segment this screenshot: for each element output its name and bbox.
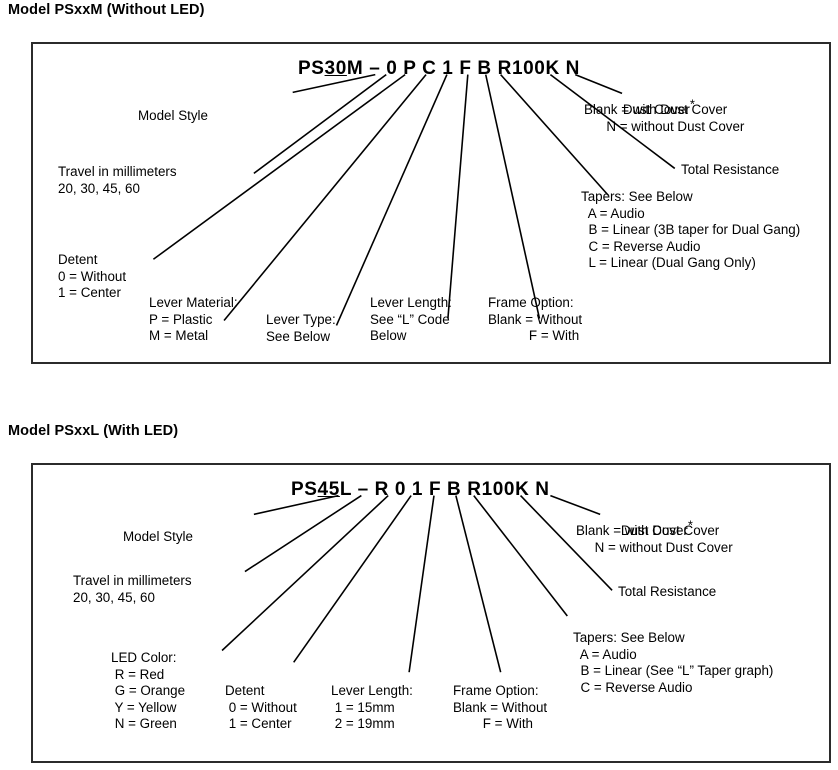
- section-title-psxxl: Model PSxxL (With LED): [8, 423, 179, 439]
- label-dust-cover-options-psxxl: Blank = with Dust Cover N = without Dust…: [576, 523, 733, 555]
- label-dust-cover-options-psxxm: Blank = with Dust Cover N = without Dust…: [584, 102, 745, 134]
- label-lever-length-psxxm: Lever Length: See “L” Code Below: [370, 295, 452, 343]
- label-detent-psxxl: Detent 0 = Without 1 = Center: [225, 683, 297, 731]
- label-dust-cover-title-psxxm: Dust Cover: [622, 101, 690, 117]
- part-number-travel-digits: 45: [317, 479, 340, 500]
- part-number-travel-digits: 30: [324, 58, 347, 79]
- label-dust-cover-title-psxxl: Dust Cover: [620, 522, 688, 538]
- label-frame-option-psxxl: Frame Option: Blank = Without F = With: [453, 683, 548, 731]
- label-dust-cover-psxxm: Dust Cover*: [608, 85, 695, 135]
- dust-cover-footnote-marker-psxxl: *: [687, 517, 693, 533]
- label-detent-psxxm: Detent 0 = Without 1 = Center: [58, 252, 127, 300]
- part-number-psxxm: PS30M – 0 P C 1 F B R100K N: [298, 58, 580, 79]
- label-dust-cover-psxxl: Dust Cover*: [606, 506, 693, 556]
- label-model-style-psxxl: Model Style: [123, 529, 193, 544]
- label-frame-option-psxxm: Frame Option: Blank = Without F = With: [488, 295, 583, 343]
- label-model-style-psxxm: Model Style: [138, 108, 208, 123]
- label-travel-psxxl: Travel in millimeters 20, 30, 45, 60: [73, 573, 192, 605]
- section-title-psxxm: Model PSxxM (Without LED): [8, 2, 205, 18]
- dust-cover-footnote-marker-psxxm: *: [689, 96, 695, 112]
- label-total-resistance-psxxm: Total Resistance: [681, 162, 780, 177]
- label-travel-psxxm: Travel in millimeters 20, 30, 45, 60: [58, 164, 177, 196]
- label-lever-material-psxxm: Lever Material: P = Plastic M = Metal: [149, 295, 238, 343]
- part-number-psxxl: PS45L – R 0 1 F B R100K N: [291, 479, 550, 500]
- diagram-panel-psxxm: PS30M – 0 P C 1 F B R100K N Model Style …: [31, 42, 831, 364]
- label-total-resistance-psxxl: Total Resistance: [618, 584, 717, 599]
- label-lever-length-psxxl: Lever Length: 1 = 15mm 2 = 19mm: [331, 683, 413, 731]
- label-lever-type-psxxm: Lever Type: See Below: [266, 312, 336, 344]
- diagram-panel-psxxl: PS45L – R 0 1 F B R100K N Model Style Tr…: [31, 463, 831, 763]
- label-led-color-psxxl: LED Color: R = Red G = Orange Y = Yellow…: [111, 650, 186, 731]
- label-tapers-psxxm: Tapers: See Below A = Audio B = Linear (…: [581, 189, 801, 270]
- label-tapers-psxxl: Tapers: See Below A = Audio B = Linear (…: [573, 630, 774, 695]
